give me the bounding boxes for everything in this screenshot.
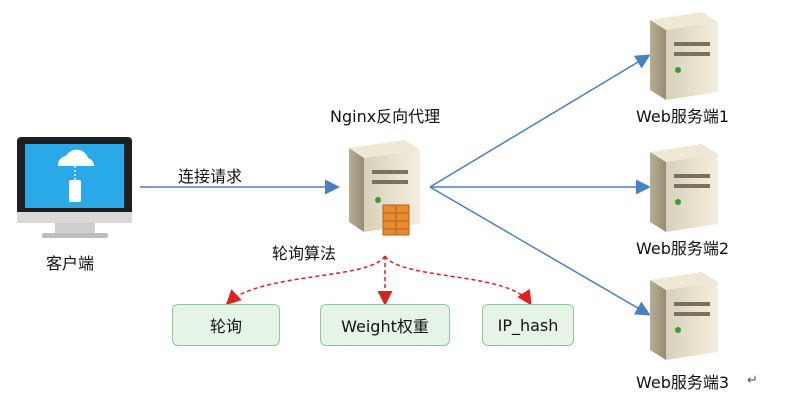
web-server-2-label: Web服务端2: [636, 239, 730, 258]
proxy-label: Nginx反向代理: [330, 107, 441, 126]
web-server-3-label: Web服务端3: [636, 373, 730, 392]
arrow-to-server-3: [429, 186, 651, 316]
algo-weight-label: Weight权重: [341, 317, 429, 336]
algo-weight-box: Weight权重: [320, 304, 450, 346]
proxy-server-icon: [349, 140, 420, 236]
algo-round-robin-label: 轮询: [209, 317, 242, 336]
web-server-1-icon: [650, 12, 718, 100]
client-monitor-icon: [17, 137, 132, 238]
dashed-arrow-round-robin: [225, 255, 386, 306]
algo-ip-hash-label: IP_hash: [497, 315, 559, 335]
return-mark: ↵: [747, 373, 758, 388]
client-label: 客户端: [46, 254, 95, 273]
algo-round-robin-box: 轮询: [172, 304, 280, 346]
arrow-to-server-1: [429, 54, 651, 188]
algorithm-label: 轮询算法: [272, 244, 337, 263]
web-server-2-icon: [650, 144, 718, 232]
dashed-arrow-ip-hash: [384, 255, 532, 306]
algo-ip-hash-box: IP_hash: [482, 304, 574, 346]
web-server-3-icon: [650, 272, 718, 360]
request-label: 连接请求: [178, 167, 243, 186]
web-server-1-label: Web服务端1: [636, 107, 730, 126]
